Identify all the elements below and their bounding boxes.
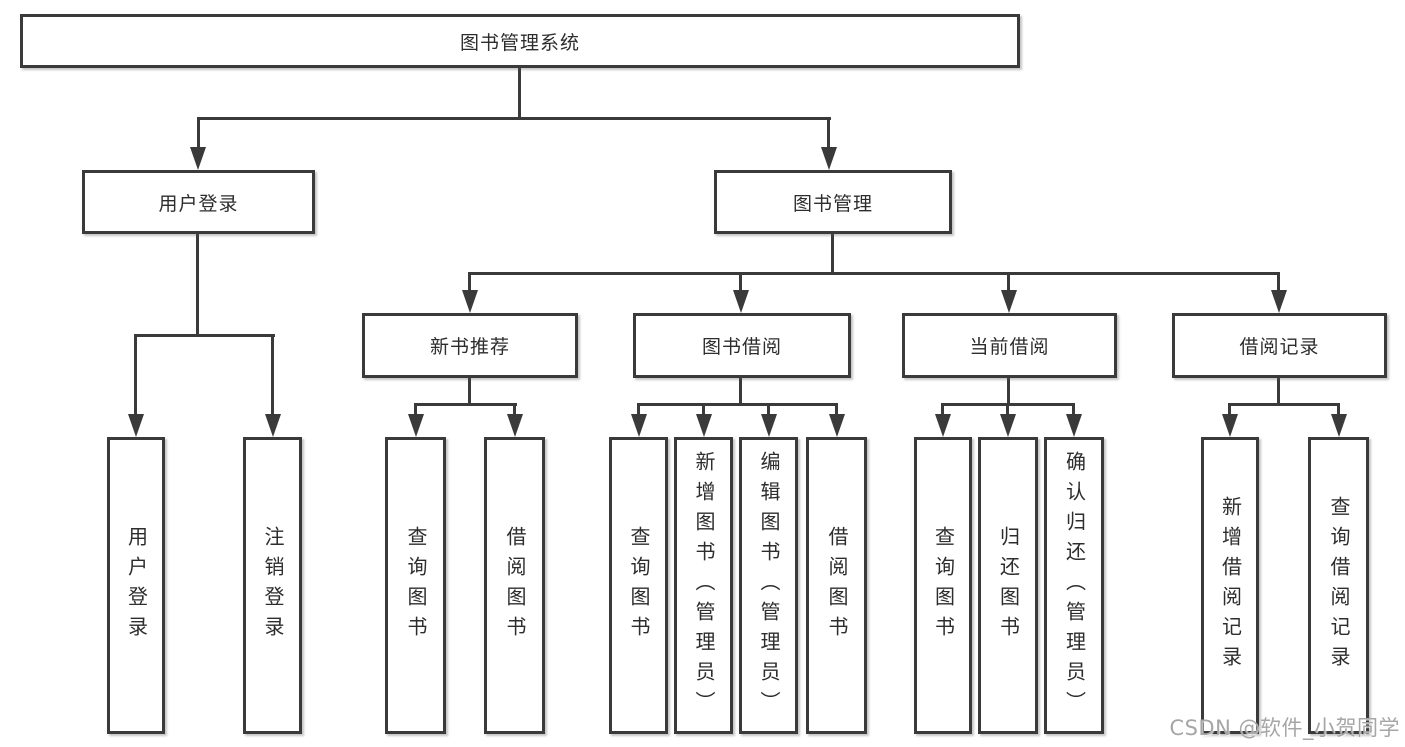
connector: [739, 272, 742, 294]
connector: [1337, 403, 1340, 417]
node-current-borrowing: 当前借阅: [902, 313, 1117, 378]
arrowhead-down: [462, 290, 478, 313]
connector: [702, 403, 705, 417]
arrowhead-down: [265, 414, 281, 437]
connector: [1007, 272, 1010, 294]
node-new-book-recommend: 新书推荐: [362, 313, 578, 378]
arrowhead-down: [1000, 414, 1016, 437]
leaf-add-borrow-record: 新增借阅记录: [1201, 437, 1259, 734]
node-book-management: 图书管理: [714, 170, 952, 234]
arrowhead-down: [829, 414, 845, 437]
connector: [1228, 403, 1340, 406]
leaf-edit-book-admin: 编辑图书（管理员）: [739, 437, 798, 734]
csdn-watermark: CSDN @软件_小贺同学: [1169, 716, 1400, 740]
arrowhead-down: [1001, 290, 1017, 313]
leaf-borrow-books-borrowing: 借阅图书: [806, 437, 867, 734]
connector: [835, 403, 838, 417]
connector: [1072, 403, 1075, 417]
arrowhead-down: [696, 414, 712, 437]
connector: [1277, 272, 1280, 294]
arrowhead-down: [761, 414, 777, 437]
leaf-return-book: 归还图书: [978, 437, 1038, 734]
connector: [831, 234, 834, 275]
connector: [197, 117, 200, 154]
connector: [1007, 378, 1010, 406]
connector: [134, 334, 275, 337]
leaf-add-book-admin: 新增图书（管理员）: [674, 437, 733, 734]
arrowhead-down: [408, 414, 424, 437]
connector: [468, 272, 471, 294]
connector: [637, 403, 640, 417]
connector: [739, 378, 742, 406]
arrowhead-down: [1222, 414, 1238, 437]
connector: [414, 403, 517, 406]
arrowhead-down: [190, 147, 206, 170]
leaf-query-books-current: 查询图书: [914, 437, 972, 734]
arrowhead-down: [1066, 414, 1082, 437]
arrowhead-down: [507, 414, 523, 437]
connector: [513, 403, 516, 417]
connector: [197, 117, 831, 120]
connector: [271, 334, 274, 416]
node-book-borrowing: 图书借阅: [633, 313, 851, 378]
node-library-system: 图书管理系统: [20, 14, 1020, 68]
connector: [827, 117, 830, 154]
leaf-user-login: 用户登录: [107, 437, 165, 734]
connector: [196, 233, 199, 335]
leaf-logout: 注销登录: [243, 437, 302, 734]
connector: [414, 403, 417, 417]
connector: [1228, 403, 1231, 417]
arrowhead-down: [1271, 290, 1287, 313]
leaf-confirm-return-admin: 确认归还（管理员）: [1044, 437, 1104, 734]
arrowhead-down: [935, 414, 951, 437]
connector: [1277, 378, 1280, 406]
arrowhead-down: [128, 414, 144, 437]
node-borrowing-records: 借阅记录: [1172, 313, 1387, 378]
arrowhead-down: [1331, 414, 1347, 437]
connector: [518, 68, 521, 118]
arrowhead-down: [821, 147, 837, 170]
connector: [134, 334, 137, 416]
node-user-login: 用户登录: [82, 170, 315, 234]
connector: [468, 272, 1280, 275]
arrowhead-down: [631, 414, 647, 437]
leaf-query-books-recommend: 查询图书: [385, 437, 446, 734]
connector: [767, 403, 770, 417]
connector: [468, 378, 471, 406]
arrowhead-down: [733, 290, 749, 313]
leaf-borrow-books-recommend: 借阅图书: [484, 437, 545, 734]
leaf-query-borrow-record: 查询借阅记录: [1308, 437, 1369, 734]
connector: [941, 403, 944, 417]
connector: [637, 403, 838, 406]
leaf-query-books-borrowing: 查询图书: [609, 437, 668, 734]
connector: [1006, 403, 1009, 417]
